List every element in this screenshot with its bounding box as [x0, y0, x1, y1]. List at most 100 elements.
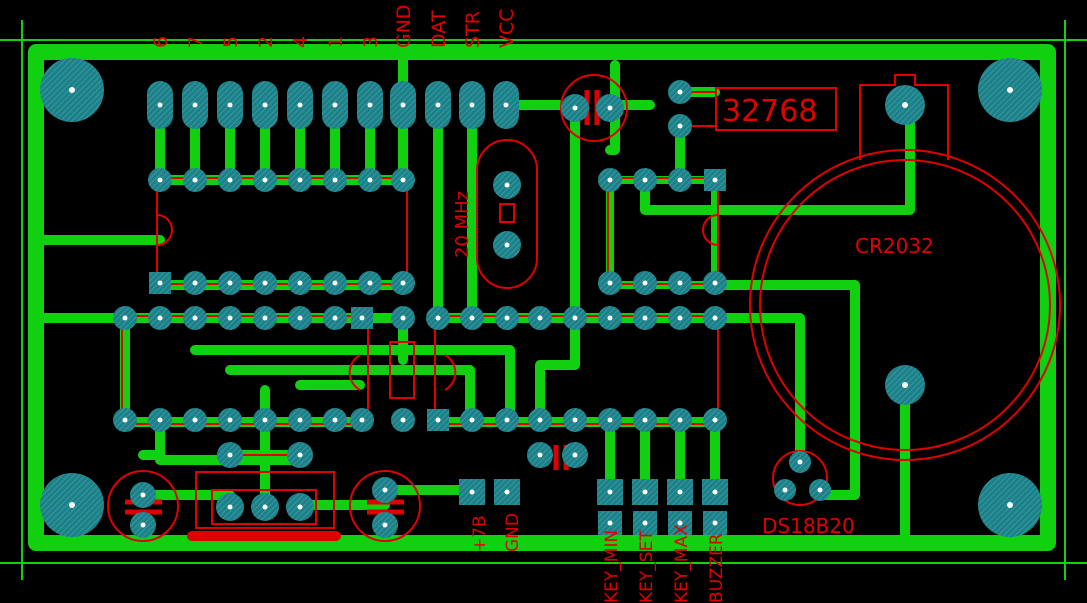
- drill-hole: [537, 315, 543, 321]
- drill-hole: [332, 177, 338, 183]
- drill-hole: [227, 102, 233, 108]
- drill-hole: [192, 315, 198, 321]
- drill-hole: [140, 492, 146, 498]
- drill-hole: [572, 105, 578, 111]
- drill-hole: [902, 382, 908, 388]
- drill-hole: [122, 417, 128, 423]
- rtc-crystal-label: 32768: [722, 94, 817, 129]
- drill-hole: [572, 315, 578, 321]
- drill-hole: [332, 102, 338, 108]
- drill-hole: [607, 489, 613, 495]
- key-label-set: KEY_SET: [637, 530, 657, 603]
- key-label-min: KEY_MIN: [602, 530, 622, 603]
- drill-hole: [712, 489, 718, 495]
- drill-hole: [262, 504, 268, 510]
- header-pin-label: STR: [462, 11, 484, 48]
- drill-hole: [192, 102, 198, 108]
- crystal-body: [499, 203, 515, 223]
- drill-hole: [122, 315, 128, 321]
- drill-hole: [382, 522, 388, 528]
- drill-hole: [504, 242, 510, 248]
- header-pin-label: 5: [220, 36, 242, 48]
- drill-hole: [192, 280, 198, 286]
- drill-hole: [400, 315, 406, 321]
- drill-hole: [400, 177, 406, 183]
- drill-hole: [69, 502, 75, 508]
- power-pin-label-1: +7B: [470, 515, 490, 552]
- drill-hole: [400, 102, 406, 108]
- drill-hole: [227, 177, 233, 183]
- key-label-max: KEY_MAX: [672, 524, 692, 603]
- drill-hole: [504, 315, 510, 321]
- drill-hole: [367, 102, 373, 108]
- drill-hole: [157, 177, 163, 183]
- socket-notch: [348, 354, 457, 391]
- resistor-body: [389, 341, 415, 399]
- drill-hole: [157, 280, 163, 286]
- key-label-buzzer: BUZZER: [707, 533, 727, 603]
- drill-hole: [642, 315, 648, 321]
- drill-hole: [332, 280, 338, 286]
- drill-hole: [677, 520, 683, 526]
- drill-hole: [367, 177, 373, 183]
- drill-hole: [297, 315, 303, 321]
- drill-hole: [677, 177, 683, 183]
- drill-hole: [297, 102, 303, 108]
- drill-hole: [677, 417, 683, 423]
- ic1-outline: [156, 177, 408, 285]
- drill-hole: [227, 280, 233, 286]
- drill-hole: [227, 315, 233, 321]
- drill-hole: [642, 489, 648, 495]
- drill-hole: [642, 280, 648, 286]
- drill-hole: [572, 417, 578, 423]
- drill-hole: [607, 417, 613, 423]
- drill-hole: [297, 177, 303, 183]
- drill-hole: [469, 315, 475, 321]
- battery-holder-outer: [749, 149, 1061, 461]
- drill-hole: [297, 417, 303, 423]
- drill-hole: [227, 417, 233, 423]
- drill-hole: [642, 417, 648, 423]
- header-pin-label: 7: [185, 36, 207, 48]
- regulator-outline: [195, 471, 335, 529]
- drill-hole: [642, 520, 648, 526]
- drill-hole: [607, 280, 613, 286]
- drill-hole: [227, 452, 233, 458]
- header-pin-label: DAT: [428, 10, 450, 48]
- header-pin-label: VCC: [496, 8, 518, 48]
- drill-hole: [400, 280, 406, 286]
- ic1-notch: [156, 214, 173, 246]
- drill-hole: [157, 417, 163, 423]
- battery-holder-inner: [759, 159, 1051, 451]
- drill-hole: [607, 177, 613, 183]
- crystal-outline: [476, 139, 538, 289]
- drill-hole: [642, 177, 648, 183]
- drill-hole: [367, 280, 373, 286]
- drill-hole: [192, 177, 198, 183]
- drill-hole: [677, 89, 683, 95]
- drill-hole: [297, 280, 303, 286]
- drill-hole: [537, 452, 543, 458]
- drill-hole: [157, 315, 163, 321]
- drill-hole: [359, 315, 365, 321]
- drill-hole: [1007, 87, 1013, 93]
- power-pin-label-2: GND: [503, 513, 523, 552]
- header-pin-label: 3: [360, 36, 382, 48]
- drill-hole: [503, 102, 509, 108]
- drill-hole: [469, 417, 475, 423]
- drill-hole: [297, 504, 303, 510]
- drill-hole: [262, 102, 268, 108]
- ic2-outline: [607, 177, 719, 285]
- drill-hole: [572, 452, 578, 458]
- drill-hole: [712, 177, 718, 183]
- drill-hole: [227, 504, 233, 510]
- drill-hole: [262, 280, 268, 286]
- drill-hole: [504, 417, 510, 423]
- drill-hole: [332, 417, 338, 423]
- drill-hole: [712, 315, 718, 321]
- drill-hole: [677, 315, 683, 321]
- cap-left-outline: [107, 470, 179, 542]
